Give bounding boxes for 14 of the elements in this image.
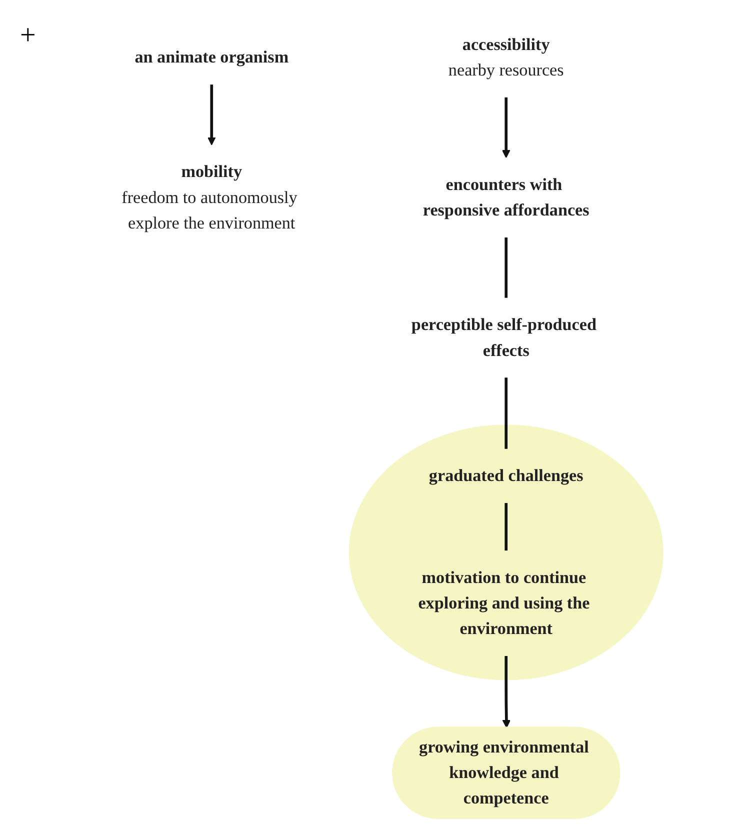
plus-sign: + — [20, 20, 36, 52]
node-text: accessibility nearby resources — [448, 34, 564, 80]
node-text: mobility freedom to autonomously explore the environment — [121, 162, 297, 232]
node-text: encounters with responsive affordances — [422, 174, 589, 220]
arrow — [206, 84, 216, 146]
connector — [504, 378, 508, 449]
arrow — [502, 656, 510, 728]
node-text: perceptible self-produced effects — [410, 314, 596, 360]
node-text: motivation to continue exploring and using the environment — [418, 568, 590, 638]
node-text: graduated challenges — [428, 466, 583, 485]
connector — [504, 503, 508, 551]
node-text: an animate organism — [134, 48, 288, 67]
connector — [504, 238, 508, 298]
arrow — [501, 97, 510, 158]
